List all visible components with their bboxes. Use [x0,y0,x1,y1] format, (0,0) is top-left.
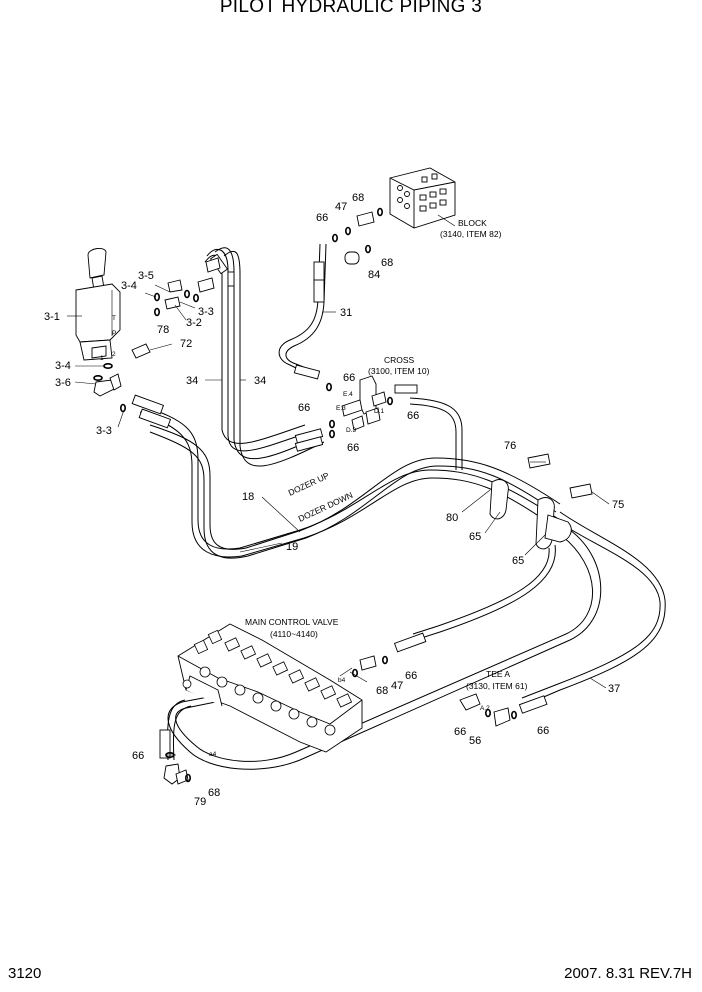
callout-numbers: 68 47 66 84 68 3-5 3-4 3-1 3-3 3-2 78 72… [44,192,624,808]
o-rings [93,207,517,783]
callout-75: 75 [612,499,624,511]
block-fittings [164,211,375,310]
port-label: 1 [100,355,104,362]
block-ref-label: (3140, ITEM 82) [440,229,502,239]
port-labels: E.4 E.3 D.1 D.3 A.2 b4 a4 T P 1 2 [100,315,490,758]
mcv-ref-label: (4110~4140) [270,629,318,639]
main-control-valve [177,623,363,753]
hose-34-a [204,254,306,444]
callout-66: 66 [407,410,419,422]
callout-80: 80 [446,512,458,524]
callout-18: 18 [242,491,254,503]
hose-34-c [214,247,319,460]
hose-mcv-66-a [414,544,556,641]
hose-37-a [524,511,666,706]
hose-18-b [139,411,557,558]
callout-34: 34 [254,375,266,387]
callout-66: 66 [405,670,417,682]
hose-34-d [223,251,325,467]
callout-31: 31 [340,307,352,319]
callout-3-5: 3-5 [138,270,154,282]
tee-ref-label: (3130, ITEM 61) [466,681,528,691]
port-label: D.3 [346,427,357,434]
callout-84: 84 [368,269,380,281]
block-label: BLOCK [458,218,487,228]
callout-68: 68 [381,257,393,269]
callout-68: 68 [376,685,388,697]
callout-76: 76 [504,440,516,452]
hose-cross-right-a [409,397,463,470]
page-number: 3120 [8,965,42,982]
port-label: T [112,315,116,322]
callout-66: 66 [454,726,466,738]
joystick-component [75,248,151,397]
callout-37: 37 [608,683,620,695]
callout-3-4: 3-4 [121,280,137,292]
callout-65: 65 [512,555,524,567]
hose-cross-right-b [409,403,457,470]
hose-group [139,243,666,770]
callout-3-1: 3-1 [44,311,60,323]
dozer-up-label: DOZER UP [287,470,331,498]
callout-3-3: 3-3 [198,306,214,318]
clamp-components [489,453,593,550]
callout-3-4: 3-4 [55,360,71,372]
port-label: 2 [112,351,116,358]
port-label: E.3 [336,405,346,412]
callout-72: 72 [180,338,192,350]
revision-date: 2007. 8.31 REV.7H [564,965,692,982]
callout-66: 66 [347,442,359,454]
callout-66: 66 [343,372,355,384]
callout-3-3: 3-3 [96,425,112,437]
tee-label: TEE A [486,669,510,679]
callout-19: 19 [286,541,298,553]
callout-65: 65 [469,531,481,543]
page-title: PILOT HYDRAULIC PIPING 3 [219,0,483,17]
port-label: b4 [338,677,346,684]
hose-mcv-loop-b [175,535,593,762]
hose-31-b [285,243,327,373]
block-component [389,167,456,229]
tee-fittings [163,655,511,785]
callout-66: 66 [537,725,549,737]
leader-lines [67,214,610,756]
callout-47: 47 [391,680,403,692]
hose-19-b [149,431,557,559]
cross-component [341,375,387,431]
port-label: D.1 [374,408,385,415]
component-labels: BLOCK (3140, ITEM 82) CROSS (3100, ITEM … [245,218,528,691]
port-label: a4 [209,751,217,758]
port-label: A.2 [480,705,490,712]
cross-ref-label: (3100, ITEM 10) [368,366,430,376]
port-label: P [112,330,116,337]
hose-34-b [206,248,311,452]
hose-mcv-66-b [412,547,550,635]
callout-56: 56 [469,735,481,747]
callout-3-6: 3-6 [55,377,71,389]
callout-3-2: 3-2 [186,317,202,329]
callout-68: 68 [208,787,220,799]
port-label: E.4 [343,391,353,398]
callout-34: 34 [186,375,198,387]
callout-66: 66 [316,212,328,224]
callout-79: 79 [194,796,206,808]
hose-31-a [278,243,321,377]
cross-label: CROSS [384,355,415,365]
hose-79-b [172,705,192,761]
hose-mcv-loop-a [167,529,602,770]
callout-66: 66 [298,402,310,414]
hose-37-b [521,519,661,699]
callout-78: 78 [157,324,169,336]
callout-68: 68 [352,192,364,204]
mcv-label: MAIN CONTROL VALVE [245,617,339,627]
callout-66: 66 [132,750,144,762]
hose-19-a [149,424,561,550]
callout-47: 47 [335,201,347,213]
